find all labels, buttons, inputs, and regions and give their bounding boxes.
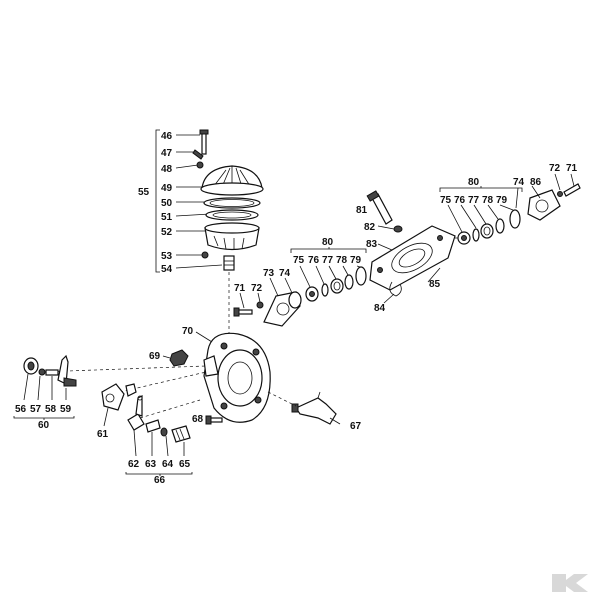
label-65: 65 [179,459,191,470]
label-72-right: 72 [549,163,561,174]
label-60: 60 [38,420,50,431]
label-51: 51 [161,212,173,223]
callout-labels: 46 47 48 55 49 50 51 52 53 54 80 74 86 7… [15,131,578,486]
stem-58 [45,369,59,376]
nut-48 [196,161,204,169]
washer-72-left [256,301,264,309]
label-66: 66 [154,475,166,486]
label-74-left: 74 [279,268,291,279]
oring-74-left [288,291,302,309]
label-70: 70 [182,326,194,337]
bracket-80-middle [290,248,367,253]
label-59: 59 [60,404,72,415]
label-83: 83 [366,239,378,250]
label-80-right: 80 [468,177,480,188]
oring-64 [160,427,168,437]
washer-72-right [557,191,563,197]
label-78-right: 78 [482,195,494,206]
label-75-left: 75 [293,255,305,266]
valve-62 [127,413,145,431]
bracket-66 [125,472,193,475]
label-49: 49 [161,183,173,194]
label-79-left: 79 [350,255,362,266]
watermark-logo [552,574,588,592]
oring-79-right [509,209,521,229]
bracket-80-right [439,187,523,192]
spring-76-right [472,228,480,242]
label-63: 63 [145,459,157,470]
spring-76-left [321,283,329,297]
label-64: 64 [162,459,174,470]
label-73: 73 [263,268,275,279]
diaphragm-51 [205,209,259,221]
cap-86 [527,189,561,221]
diaphragm-stack [155,129,264,340]
label-85: 85 [429,279,441,290]
oring-78-right [495,218,505,234]
valve-head-85 [369,225,456,291]
label-76-right: 76 [454,195,466,206]
label-74-right: 74 [513,177,525,188]
washer-57 [38,368,46,376]
nipple-65 [171,425,191,443]
label-48: 48 [161,164,173,175]
label-71-left: 71 [234,283,246,294]
label-79-right: 79 [496,195,508,206]
middle-valve-assembly [233,247,367,327]
bracket-60 [13,416,75,419]
label-76-left: 76 [308,255,320,266]
label-53: 53 [161,251,173,262]
label-58: 58 [45,404,57,415]
label-81: 81 [356,205,368,216]
label-80-middle: 80 [322,237,334,248]
fitting-54 [223,255,235,271]
outlet-fitting-67 [295,397,337,425]
label-69: 69 [149,351,161,362]
clip-84 [389,281,402,297]
bowl-52 [204,227,260,251]
bolt-46 [201,131,207,155]
tee-61 [101,383,125,411]
label-84: 84 [374,303,386,314]
label-72-left: 72 [251,283,263,294]
nut-69 [169,349,189,367]
part-82 [393,225,403,233]
bolt-68 [209,417,223,423]
label-55: 55 [138,187,150,198]
bracket-55 [155,129,160,273]
right-valve-assembly [366,173,581,304]
label-50: 50 [161,198,173,209]
left-fittings [13,354,207,476]
fitting-63 [145,419,161,433]
oring-79-left [355,266,367,286]
label-75-right: 75 [440,195,452,206]
washer-53 [201,251,209,259]
label-78-left: 78 [336,255,348,266]
screw-47 [192,149,204,160]
seat-77-right [480,223,494,239]
bolt-71-left [237,309,253,315]
label-54: 54 [161,264,173,275]
label-62: 62 [128,459,140,470]
label-68: 68 [192,414,204,425]
label-82: 82 [364,222,376,233]
label-56: 56 [15,404,27,415]
label-52: 52 [161,227,173,238]
label-77-right: 77 [468,195,480,206]
label-86: 86 [530,177,542,188]
pump-body-70 [162,331,341,425]
label-67: 67 [350,421,362,432]
label-77-left: 77 [322,255,334,266]
label-61: 61 [97,429,109,440]
label-46: 46 [161,131,173,142]
label-71-right: 71 [566,163,578,174]
seat-77-left [330,278,344,294]
oring-78-left [344,274,354,290]
label-47: 47 [161,148,173,159]
label-57: 57 [30,404,42,415]
bolt-71-right [563,183,581,197]
